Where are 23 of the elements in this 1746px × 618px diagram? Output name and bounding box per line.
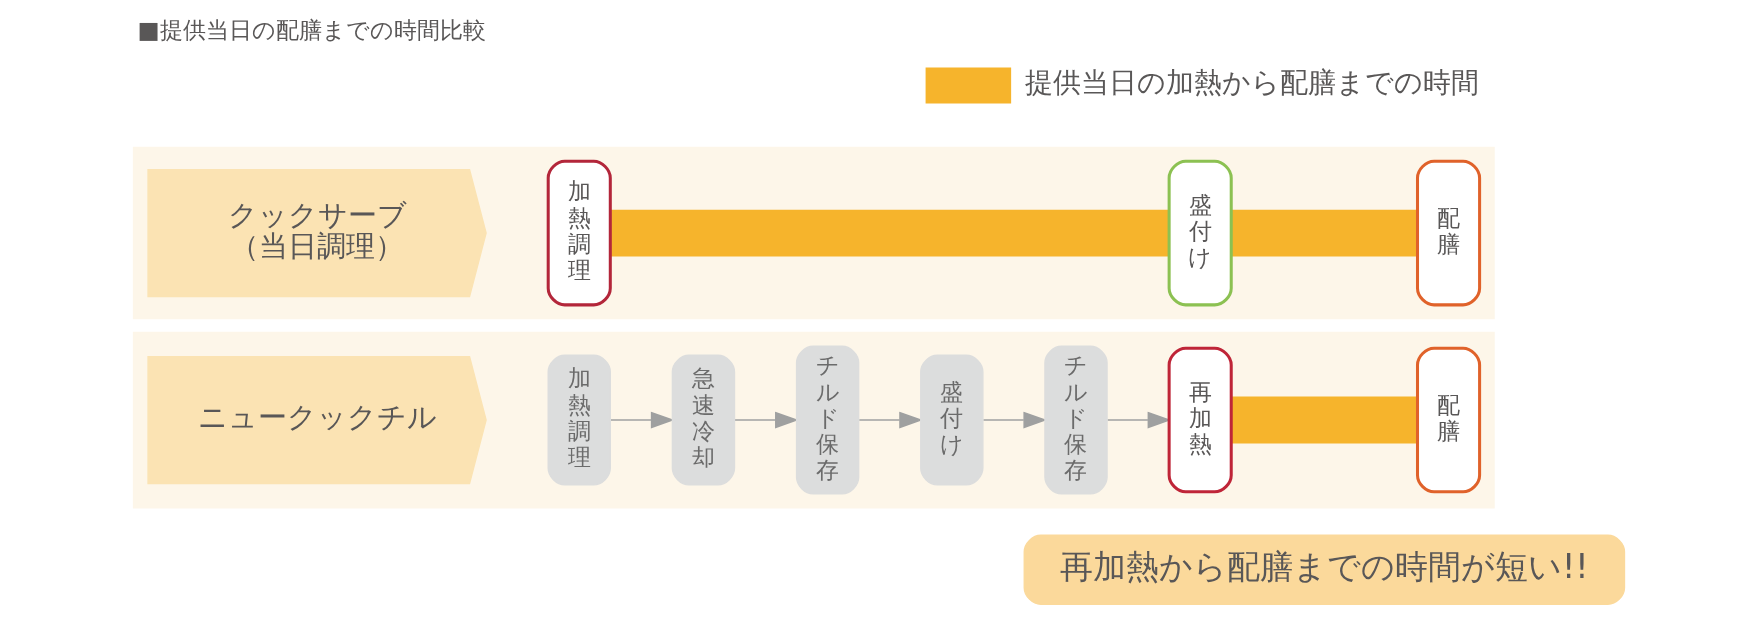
connector [610,209,1169,257]
arrow [857,411,923,429]
node-box: チルド保存 [795,345,859,495]
arrow [733,411,799,429]
node-box: 配膳 [1415,159,1481,307]
node-box: 加熱調理 [547,354,611,486]
node-box: 盛付け [919,354,984,486]
node-box: 急速冷却 [671,354,735,486]
arrow [982,411,1047,429]
cluster [132,146,1495,320]
node-box: 再加熱 [1167,346,1233,494]
cluster [132,331,1495,509]
arrow [609,411,675,429]
legend-label: 提供当日の加熱から配膳までの時間 [1024,66,1479,100]
diagram-title: ■提供当日の配膳までの時間比較 [136,16,486,44]
connector [1231,209,1417,257]
connector [1231,396,1417,444]
node-box: 盛付け [1167,159,1233,307]
node-box: チルド保存 [1043,345,1108,495]
node-box: 加熱調理 [546,159,612,307]
node-box: 再加熱から配膳までの時間が短い!! [1023,534,1625,605]
node-box: 配膳 [1415,346,1481,494]
arrow [1106,411,1171,429]
